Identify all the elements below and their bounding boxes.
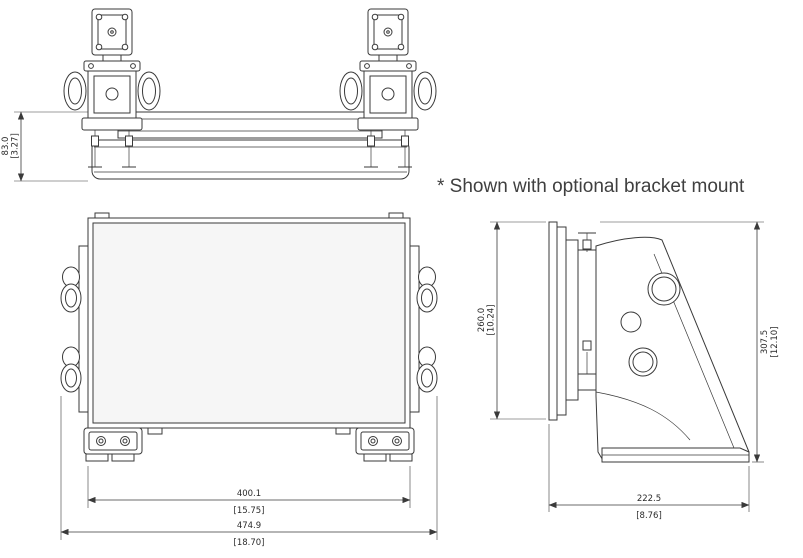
dim-overall-width-mm-label: 474.9: [237, 521, 261, 531]
dim-overall-width: 474.9 [18.70]: [60, 396, 438, 548]
side-view: 260.0 [10.24] 307.5 [12.10] 222.5 [8.76]: [477, 221, 780, 521]
top-view: 83.0 [3.27]: [1, 8, 437, 182]
dim-overall-height-inch-label: [12.10]: [770, 327, 780, 358]
front-display-screen: [92, 222, 406, 424]
dim-base-height: 83.0 [3.27]: [1, 111, 88, 182]
dim-display-width: 400.1 [15.75]: [87, 466, 411, 516]
dim-base-height-mm-label: 83.0: [1, 137, 11, 156]
top-view-display-edge: [117, 111, 383, 139]
front-foot-right: [355, 427, 415, 462]
dim-overall-depth-mm-label: 222.5: [637, 494, 661, 504]
side-panel-edge: [548, 221, 558, 421]
front-foot-left: [83, 427, 143, 462]
dim-overall-width-inch-label: [18.70]: [234, 538, 265, 548]
front-knob-left-upper: [60, 266, 82, 313]
dim-panel-height-mm-label: 260.0: [477, 308, 487, 332]
dim-overall-height: 307.5 [12.10]: [600, 221, 780, 463]
dim-overall-height-mm-label: 307.5: [760, 330, 770, 354]
top-view-base-plate: [91, 139, 410, 180]
bracket-mount-note: * Shown with optional bracket mount: [437, 176, 745, 197]
front-view: 400.1 [15.75] 474.9 [18.70]: [60, 212, 438, 548]
front-knob-right-upper: [416, 266, 438, 313]
dim-overall-depth: 222.5 [8.76]: [548, 424, 750, 521]
dim-base-height-inch-label: [3.27]: [11, 133, 21, 159]
dim-display-width-inch-label: [15.75]: [234, 506, 265, 516]
front-knob-left-lower: [60, 346, 82, 393]
dim-overall-depth-inch-label: [8.76]: [636, 511, 662, 521]
dim-panel-height-inch-label: [10.24]: [487, 305, 497, 336]
dim-panel-height: 260.0 [10.24]: [477, 221, 546, 420]
dim-display-width-mm-label: 400.1: [237, 489, 261, 499]
front-knob-right-lower: [416, 346, 438, 393]
